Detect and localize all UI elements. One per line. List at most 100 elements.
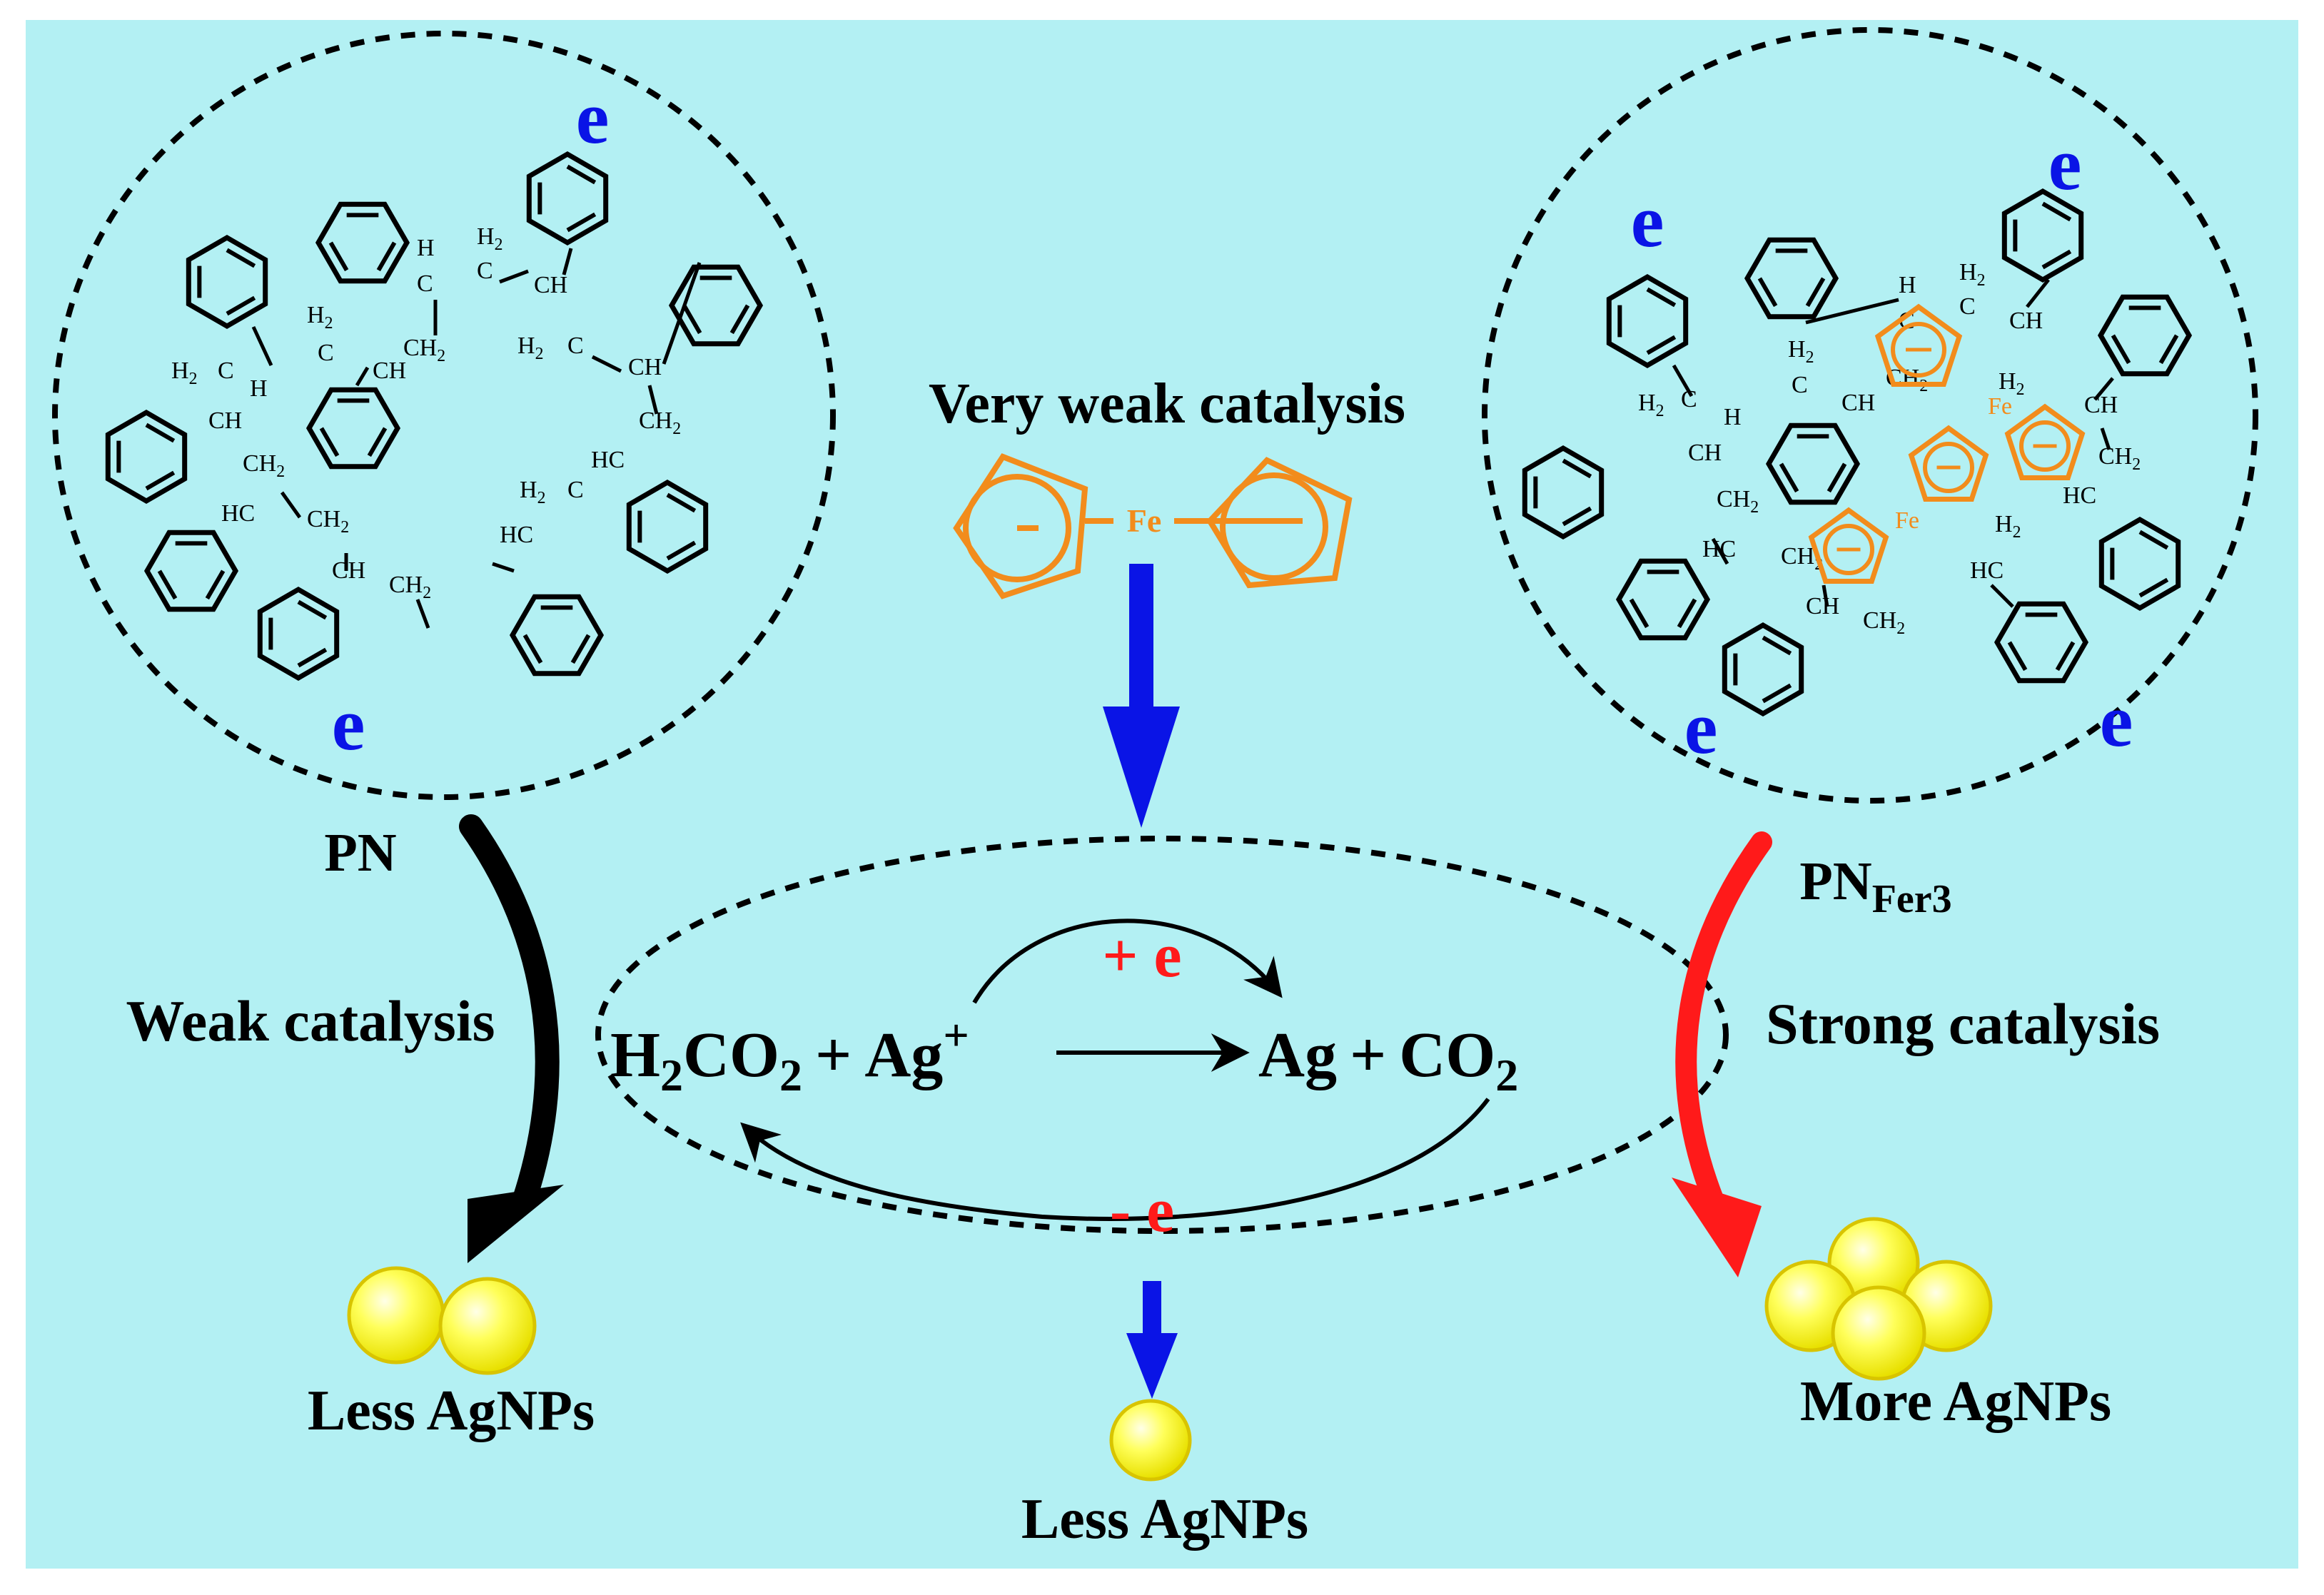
benzene-ring	[305, 387, 401, 470]
chem-label: CH	[628, 354, 662, 380]
black-arrowhead	[468, 1185, 564, 1263]
chem-label: CH	[332, 557, 365, 584]
ferrocene-molecule	[953, 453, 1353, 599]
pn-label: PN	[324, 823, 396, 883]
benzene-ring	[1522, 445, 1605, 540]
loss-electron-label: - e	[1110, 1176, 1174, 1245]
fe-label: Fe	[1988, 393, 2012, 420]
chem-label: CH	[2009, 308, 2043, 334]
chem-label: C	[318, 340, 334, 366]
red-curved-arrow	[1675, 831, 1772, 1210]
chem-label: H2	[520, 477, 545, 507]
chem-label: CH	[1688, 440, 1722, 466]
very-weak-catalysis-label: Very weak catalysis	[929, 373, 1405, 435]
chem-label: C	[1792, 372, 1808, 398]
ferrocene-ring	[2004, 403, 2086, 480]
benzene-ring	[1722, 622, 1804, 717]
benzene-ring	[526, 151, 609, 246]
chem-label: CH2	[389, 572, 431, 602]
blue-arrow-top	[1103, 564, 1180, 828]
red-arrowhead	[1672, 1178, 1762, 1277]
agnp-cluster-left	[347, 1266, 537, 1375]
chem-label: C	[218, 358, 234, 384]
gain-electron-arc	[972, 918, 1283, 1004]
benzene-ring	[1994, 601, 2089, 684]
agnp-cluster-center	[1109, 1399, 1192, 1482]
chem-label: CH	[1806, 593, 1839, 619]
chem-label: H	[1724, 404, 1742, 430]
chem-label: C	[1959, 293, 1976, 320]
chem-label: H	[1899, 272, 1916, 298]
benzene-ring	[2098, 516, 2181, 612]
chem-label: HC	[500, 522, 533, 548]
benzene-ring	[1765, 422, 1861, 505]
chem-label: HC	[2063, 482, 2096, 509]
benzene-ring	[509, 594, 605, 677]
blue-arrow-bottom	[1126, 1281, 1178, 1399]
benzene-ring	[186, 234, 268, 330]
chem-label: HC	[221, 500, 255, 527]
electron-label: e	[332, 682, 365, 766]
chem-label: H2	[1788, 336, 1814, 367]
benzene-ring	[143, 530, 239, 612]
black-curved-arrow	[459, 814, 560, 1211]
ferrocene-fe-label: Fe	[1127, 502, 1162, 539]
reaction-right-side: Ag+CO2	[1258, 1020, 1518, 1100]
chem-label: C	[1681, 386, 1697, 412]
pn-circle	[52, 31, 836, 800]
reaction-ellipse	[595, 836, 1729, 1234]
chem-label: H2	[517, 333, 543, 363]
chem-label: C	[567, 333, 584, 359]
benzene-ring	[257, 586, 340, 682]
electron-label: e	[576, 76, 610, 159]
right-result-label: More AgNPs	[1800, 1370, 2111, 1433]
chem-label: CH	[2084, 392, 2118, 418]
electron-label: e	[2048, 122, 2082, 206]
chem-label: H2	[307, 302, 333, 333]
benzene-ring	[1615, 558, 1711, 641]
ferrocene-ring	[1808, 507, 1889, 584]
chem-label: H2	[1999, 368, 2024, 399]
chem-label: H	[250, 375, 268, 402]
chem-label: C	[567, 477, 584, 503]
ferrocene-ring	[1874, 303, 1963, 388]
chem-label: CH2	[1717, 486, 1759, 517]
benzene-ring	[668, 264, 764, 347]
ferrocene-ring	[1908, 425, 1989, 502]
chem-label: HC	[591, 447, 625, 473]
benzene-ring	[626, 479, 709, 574]
chem-label: CH2	[1863, 607, 1905, 638]
chem-label: CH2	[403, 335, 445, 365]
gain-electron-label: + e	[1102, 921, 1181, 991]
chem-label: CH2	[307, 506, 349, 537]
chem-label: CH	[208, 407, 242, 434]
loss-electron-arc	[740, 1098, 1490, 1221]
pnfer3-circle	[1482, 27, 2258, 804]
chem-label: C	[477, 258, 493, 284]
pnfer3-polymer-structure: H2CHH2CCHCHHCCH2H2CCHH2CHCH2H2HCCH2HCCH2…	[1522, 188, 2193, 717]
chem-label: H2	[171, 358, 197, 388]
electron-label: e	[2100, 679, 2133, 762]
fe-label: Fe	[1895, 507, 1919, 534]
center-result-label: Less AgNPs	[1021, 1488, 1308, 1551]
chem-label: C	[417, 270, 433, 297]
strong-catalysis-label: Strong catalysis	[1766, 991, 2160, 1056]
chem-label: HC	[1970, 557, 2004, 584]
pnfer3-label: PNFer3	[1799, 851, 1951, 921]
chem-label: CH	[534, 272, 567, 298]
electron-label: e	[1684, 686, 1718, 769]
benzene-ring	[315, 201, 410, 284]
benzene-ring	[2097, 294, 2193, 377]
chem-label: CH	[1841, 390, 1875, 416]
chem-label: CH2	[2098, 443, 2141, 474]
benzene-ring	[1744, 237, 1839, 320]
weak-catalysis-label: Weak catalysis	[126, 988, 495, 1053]
chem-label: H2	[477, 223, 502, 254]
left-result-label: Less AgNPs	[308, 1379, 595, 1442]
benzene-ring	[105, 409, 188, 505]
chem-label: H2	[1638, 390, 1664, 420]
chem-label: CH2	[243, 450, 285, 481]
electron-label: e	[1631, 179, 1664, 263]
